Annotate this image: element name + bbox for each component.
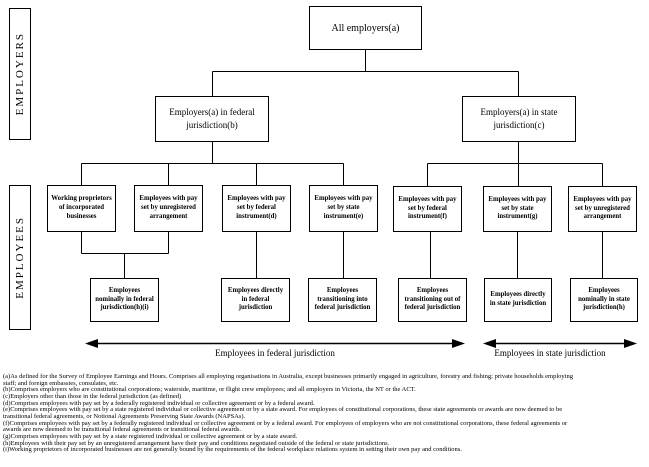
box-federal-jurisdiction-employers: Employers(a) in federal jurisdiction(b) [155,96,269,142]
box-label: Employees with pay set by unregistered a… [139,195,198,220]
box-transitioning-out-of-federal: Employees transitioning out of federal j… [398,278,467,322]
box-label: Employees directly in federal jurisdicti… [227,286,284,312]
box-working-proprietors: Working proprietors of incorporated busi… [47,185,116,232]
box-label: Employees transitioning into federal jur… [314,286,371,312]
box-label: Working proprietors of incorporated busi… [51,195,112,220]
box-label: Employees directly in state jurisdiction [489,291,547,307]
box-label: Employees with pay set by unregistered a… [573,195,632,221]
state-extent-arrow [483,339,637,348]
box-pay-state-instrument-g: Employees with pay set by state instrume… [483,186,552,232]
employers-axis-label: EMPLOYERS [14,32,26,116]
footnote-line: (g)Comprises employees with pay set by a… [3,432,298,440]
footnote-line: (d)Comprises employees with pay set by a… [3,399,315,407]
box-label: Employees with pay set by federal instru… [398,195,457,221]
box-label: Employees with pay set by federal instru… [227,195,286,220]
box-label: Employers(a) in state jurisdiction(c) [480,106,558,131]
box-nominally-state: Employees nominally in state jurisdictio… [570,278,638,322]
footnote-line: (h)Employees with their pay set by an un… [3,439,390,447]
footnote-line: (f)Comprises employees with pay set by a… [3,419,568,427]
footnote-line: (b)Comprises employers who are constitut… [3,386,416,394]
footnote-line: (a)As defined for the Survey of Employee… [3,373,573,380]
box-pay-unregistered-state: Employees with pay set by unregistered a… [568,186,637,232]
box-label: Employees nominally in federal jurisdict… [95,286,154,312]
federal-extent-arrow [85,339,465,348]
box-pay-federal-instrument-f: Employees with pay set by federal instru… [393,186,462,232]
footnote-line: (e)Comprises employees with pay set by a… [3,406,563,414]
box-label: Employees with pay set by state instrume… [314,195,373,220]
tree-connectors [81,50,603,278]
box-label: Employers(a) in federal jurisdiction(b) [169,106,255,131]
box-label: Employees transitioning out of federal j… [404,286,461,312]
footnote-line: (i)Working proprietors of incorporated b… [3,446,462,454]
employers-axis-box: EMPLOYERS [9,8,31,140]
box-state-jurisdiction-employers: Employers(a) in state jurisdiction(c) [462,96,576,142]
footnotes: (a)As defined for the Survey of Employee… [3,373,648,454]
box-directly-state: Employees directly in state jurisdiction [484,278,552,322]
box-nominally-federal: Employees nominally in federal jurisdict… [90,278,159,322]
state-extent-label: Employees in state jurisdiction [494,348,606,358]
footnote-line: transitional federal agreements, or Noti… [3,412,246,420]
footnote-line: (c)Employers other than those in the fed… [3,392,182,400]
footnote-line: awards are now deemed to be transitional… [3,426,242,434]
federal-extent-label: Employees in federal jurisdiction [215,348,335,358]
box-pay-federal-instrument-d: Employees with pay set by federal instru… [222,185,291,232]
box-transitioning-into-federal: Employees transitioning into federal jur… [308,278,377,322]
box-directly-federal: Employees directly in federal jurisdicti… [221,278,290,322]
box-label: Employees with pay set by state instrume… [488,195,547,221]
box-label: Employees nominally in state jurisdictio… [578,286,630,312]
employees-axis-label: EMPLOYEES [14,216,26,299]
box-pay-unregistered-federal: Employees with pay set by unregistered a… [134,185,203,232]
footnote-line: staff; and foreign embassies, consulates… [3,379,119,387]
box-all-employers: All employers(a) [309,6,422,50]
box-label: All employers(a) [331,22,400,34]
box-pay-state-instrument-e: Employees with pay set by state instrume… [309,185,378,232]
employees-axis-box: EMPLOYEES [9,185,31,330]
